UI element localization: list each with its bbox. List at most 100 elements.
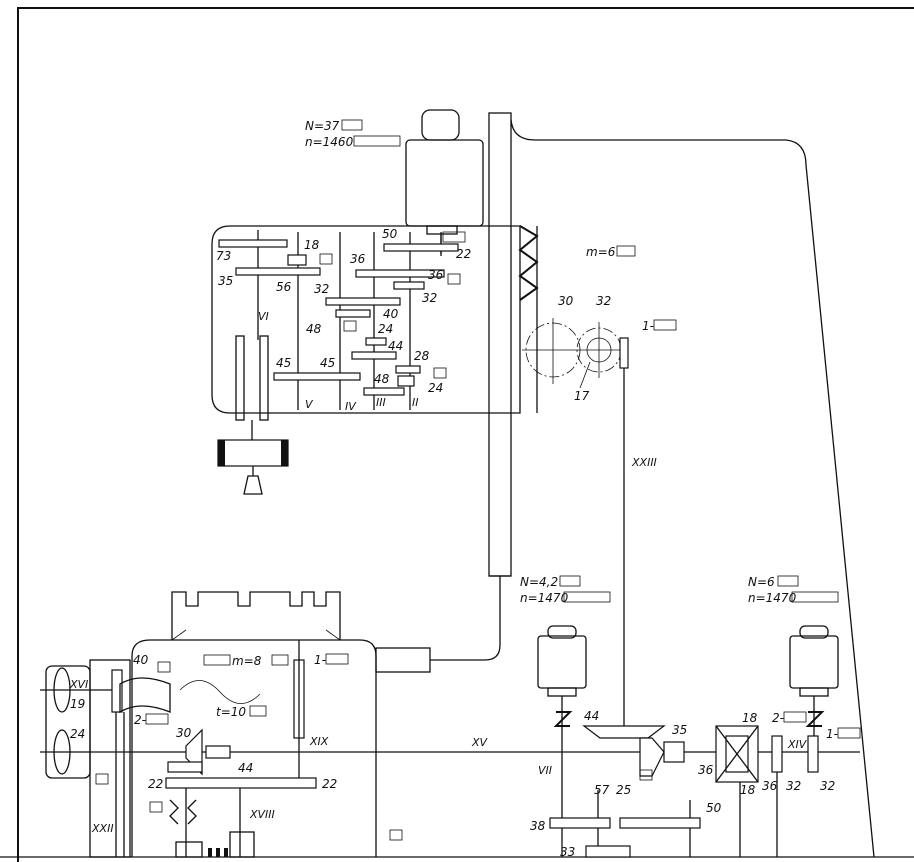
right-motor-power: N=6 (748, 575, 775, 589)
teeth-22c: 22 (322, 777, 337, 791)
teeth-48b: 48 (374, 372, 390, 386)
right-motor-speed-unit-box (791, 591, 839, 603)
teeth-40b: 40 (133, 653, 149, 667)
module-m6: m=6 (586, 245, 616, 259)
shaft-XXII: XXII (91, 822, 114, 835)
module-m8: m=8 (232, 654, 262, 668)
lower-right-drives: XV VII N=4,2 n=1470 44 35 18 36 18 N=6 (230, 575, 861, 859)
worm-1-a: 1- (642, 319, 654, 333)
teeth-56: 56 (276, 280, 292, 294)
teeth-25: 25 (616, 783, 631, 797)
feed-box-d (389, 829, 403, 841)
teeth-35a: 35 (218, 274, 233, 288)
teeth-45a: 45 (276, 356, 291, 370)
teeth-24a: 24 (378, 322, 393, 336)
teeth-38: 38 (530, 819, 546, 833)
top-motor-power-unit-box (341, 119, 363, 131)
top-motor-power: N=37 (305, 119, 340, 133)
teeth-57: 57 (594, 783, 610, 797)
pitch: t=10 (216, 705, 246, 719)
worm-2-a-box (145, 713, 169, 725)
right-motor-power-unit-box (777, 575, 799, 587)
module-m8-prefix-box (203, 654, 231, 666)
head-box-c (447, 273, 461, 285)
gear-mesh-circles: 30 32 17 1- XXIII (522, 294, 677, 730)
head-labels: 73 35 56 18 50 22 36 36 32 32 48 40 24 4… (216, 227, 636, 413)
right-motor-speed: n=1470 (748, 591, 797, 605)
teeth-30a: 30 (558, 294, 574, 308)
shaft-IV: IV (345, 400, 357, 413)
shaft-XVIII: XVIII (249, 808, 275, 821)
left-motor-power-unit-box (559, 575, 581, 587)
teeth-32e: 32 (820, 779, 835, 793)
worm-1-c: 1- (826, 727, 838, 741)
lower-right-box-a (639, 769, 653, 781)
teeth-18a: 18 (304, 238, 320, 252)
worm-2-b-box (783, 711, 807, 723)
feed-box-labels: m=8 1- t=10 40 XVI 19 2- 24 XXII 30 XIX … (69, 653, 403, 841)
teeth-30b: 30 (176, 726, 192, 740)
shaft-XIX: XIX (309, 735, 329, 748)
teeth-45b: 45 (320, 356, 335, 370)
teeth-32c: 32 (596, 294, 611, 308)
teeth-32a: 32 (422, 291, 437, 305)
feed-box (40, 591, 377, 858)
shaft-VI: VI (258, 310, 269, 323)
teeth-36c: 36 (698, 763, 714, 777)
feed-box-a (157, 661, 171, 673)
shaft-XV: XV (471, 736, 489, 749)
teeth-50b: 50 (706, 801, 722, 815)
shaft-VII: VII (538, 764, 552, 777)
teeth-17: 17 (574, 389, 590, 403)
shaft-XIV: XIV (787, 738, 808, 751)
worm-1-a-box (653, 319, 677, 331)
left-motor-power: N=4,2 (520, 575, 558, 589)
teeth-50a: 50 (382, 227, 398, 241)
teeth-18b: 18 (742, 711, 758, 725)
head-box-d (343, 320, 357, 332)
teeth-18c: 18 (740, 783, 756, 797)
shaft-II: II (412, 396, 419, 409)
top-motor-speed: n=1460 (305, 135, 354, 149)
teeth-24b: 24 (428, 381, 443, 395)
worm-2-b: 2- (772, 711, 784, 725)
teeth-44c: 44 (584, 709, 599, 723)
teeth-19: 19 (70, 697, 85, 711)
shaft-V: V (305, 398, 314, 411)
teeth-40: 40 (383, 307, 399, 321)
teeth-44a: 44 (388, 339, 403, 353)
feed-box-b (95, 773, 109, 785)
worm-1-b: 1- (314, 653, 326, 667)
teeth-22b: 22 (148, 777, 163, 791)
teeth-32d: 32 (786, 779, 801, 793)
drawing-frame (0, 7, 914, 862)
teeth-48a: 48 (306, 322, 322, 336)
teeth-36b: 36 (428, 268, 444, 282)
teeth-24c: 24 (70, 727, 85, 741)
teeth-28: 28 (414, 349, 430, 363)
head-box-b (442, 231, 466, 243)
left-motor-speed-unit-box (563, 591, 611, 603)
left-motor-speed: n=1470 (520, 591, 569, 605)
shaft-III: III (376, 396, 386, 409)
top-motor-speed-unit-box (353, 135, 401, 147)
teeth-36d: 36 (762, 779, 778, 793)
teeth-36a: 36 (350, 252, 366, 266)
shaft-XXIII: XXIII (631, 456, 657, 469)
module-m8-unit-box (271, 654, 289, 666)
module-m6-unit-box (616, 245, 636, 257)
teeth-22a: 22 (456, 247, 471, 261)
head-box-e (433, 367, 447, 379)
teeth-44b: 44 (238, 761, 253, 775)
teeth-33: 33 (560, 845, 575, 859)
head-gearbox (211, 225, 539, 495)
pitch-unit-box (249, 705, 267, 717)
teeth-35b: 35 (672, 723, 687, 737)
head-box-a (319, 253, 333, 265)
worm-1-c-box (837, 727, 861, 739)
feed-box-c (149, 801, 163, 813)
teeth-32b: 32 (314, 282, 329, 296)
shaft-XVI: XVI (69, 678, 88, 691)
worm-1-b-box (325, 653, 349, 665)
